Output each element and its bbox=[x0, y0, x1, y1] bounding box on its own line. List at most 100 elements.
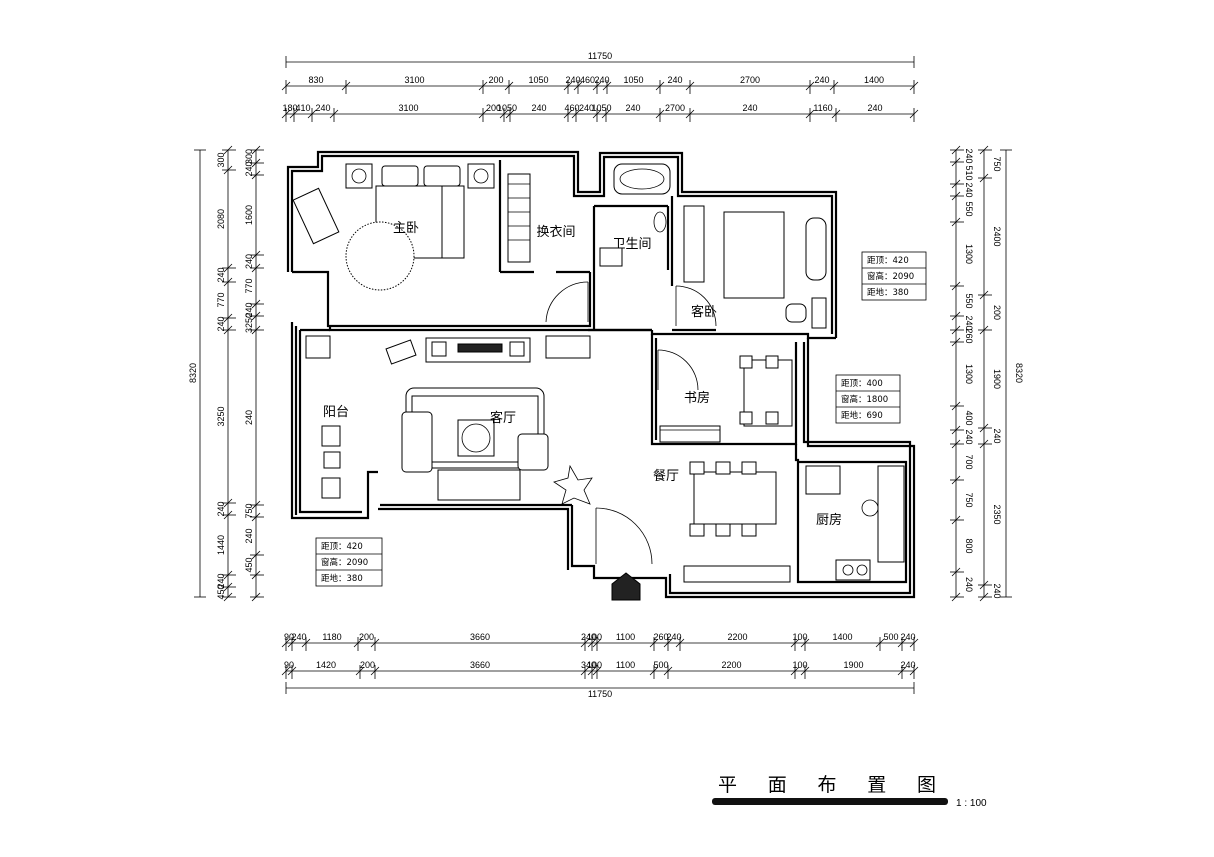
dim-label: 240 bbox=[867, 103, 882, 113]
room-kitchen: 厨房 bbox=[816, 512, 842, 528]
dim-label: 1160 bbox=[813, 103, 832, 113]
window-info-box-3: 距顶：420 窗高：2090 距地：380 bbox=[315, 537, 383, 587]
dim-label: 400 bbox=[964, 410, 974, 425]
dim-label: 2350 bbox=[992, 504, 1002, 524]
dim-label: 240 bbox=[244, 528, 254, 543]
dim-label: 1050 bbox=[528, 75, 548, 85]
dim-label: 410 bbox=[295, 103, 310, 113]
window-info-box-1: 距顶：420 窗高：2090 距地：380 bbox=[861, 251, 927, 301]
dim-label: 800 bbox=[964, 538, 974, 553]
dim-label: 240 bbox=[992, 583, 1002, 598]
room-labels: 主卧 换衣间 卫生间 客卧 阳台 客厅 书房 餐厅 厨房 bbox=[323, 221, 842, 528]
room-balcony: 阳台 bbox=[323, 405, 349, 420]
room-closet: 换衣间 bbox=[536, 224, 575, 240]
dim-label: 1180 bbox=[322, 632, 341, 642]
dim-label: 550 bbox=[964, 293, 974, 308]
dim-label: 240 bbox=[244, 410, 254, 425]
dim-label: 2400 bbox=[992, 226, 1002, 246]
dim-label: 240 bbox=[900, 632, 915, 642]
dim-label: 260 bbox=[653, 632, 668, 642]
dim-label: 100 bbox=[587, 660, 602, 670]
window-box-1-top: 距顶：420 bbox=[867, 256, 909, 266]
dim-label: 240 bbox=[531, 103, 546, 113]
window-box-2-height: 窗高：1800 bbox=[841, 394, 888, 405]
dim-label: 240 bbox=[581, 632, 596, 642]
walls bbox=[286, 150, 916, 599]
dim-label: 300 bbox=[244, 149, 254, 164]
window-box-3-floor: 距地：380 bbox=[321, 573, 363, 584]
dim-label: 240 bbox=[565, 75, 580, 85]
dim-label: 750 bbox=[244, 503, 254, 518]
dim-label: 100 bbox=[792, 632, 807, 642]
right-dim-inner: 2405102405501300550240260130040024070075… bbox=[950, 145, 974, 602]
dim-label: 240 bbox=[216, 316, 226, 331]
dim-label: 240 bbox=[964, 315, 974, 330]
dim-label: 240 bbox=[964, 182, 974, 197]
dim-label: 100 bbox=[587, 632, 602, 642]
window-box-3-height: 窗高：2090 bbox=[321, 557, 368, 568]
dim-label: 1400 bbox=[832, 632, 852, 642]
dim-label: 240 bbox=[244, 254, 254, 269]
dim-label: 770 bbox=[244, 278, 254, 293]
title-underline bbox=[712, 798, 948, 805]
dim-label: 460 bbox=[580, 75, 595, 85]
dim-label: 1300 bbox=[964, 364, 974, 384]
dim-label: 1900 bbox=[843, 660, 863, 670]
right-dimensions: 2405102405501300550240260130040024070075… bbox=[950, 145, 1024, 602]
dim-label: 240 bbox=[900, 660, 915, 670]
dim-label: 1900 bbox=[992, 369, 1002, 389]
dim-label: 90 bbox=[284, 660, 294, 670]
furniture bbox=[292, 163, 905, 583]
dim-label: 1100 bbox=[616, 660, 635, 670]
dim-label: 240 bbox=[244, 302, 254, 317]
dim-label: 200 bbox=[360, 660, 375, 670]
room-study: 书房 bbox=[684, 390, 710, 406]
room-dining: 餐厅 bbox=[653, 468, 679, 484]
dim-label: 340 bbox=[581, 660, 596, 670]
dim-label: 3250 bbox=[244, 313, 254, 333]
dim-label: 180 bbox=[282, 103, 297, 113]
dim-label: 3660 bbox=[470, 632, 490, 642]
dim-label: 240 bbox=[964, 429, 974, 444]
dim-label: 460 bbox=[564, 103, 579, 113]
plan-title-block: 平面布置图 1 : 100 bbox=[712, 774, 987, 809]
dim-label: 1600 bbox=[244, 205, 254, 225]
window-box-1-floor: 距地：380 bbox=[867, 287, 909, 298]
dim-label: 750 bbox=[964, 492, 974, 507]
dim-label: 450 bbox=[244, 557, 254, 572]
dim-label: 240 bbox=[594, 75, 609, 85]
plan-title: 平面布置图 bbox=[718, 774, 938, 796]
room-guest-bedroom: 客卧 bbox=[691, 304, 717, 320]
dim-label: 240 bbox=[992, 428, 1002, 443]
dim-label: 500 bbox=[653, 660, 668, 670]
dim-label: 240 bbox=[579, 103, 594, 113]
dim-label: 830 bbox=[308, 75, 323, 85]
dim-label: 2700 bbox=[740, 75, 760, 85]
dim-label: 240 bbox=[216, 501, 226, 516]
dim-label: 770 bbox=[216, 292, 226, 307]
dim-label: 700 bbox=[964, 454, 974, 469]
dim-label: 260 bbox=[964, 328, 974, 343]
plan-scale: 1 : 100 bbox=[956, 798, 987, 809]
dim-label: 510 bbox=[964, 165, 974, 180]
dim-label: 500 bbox=[883, 632, 898, 642]
room-living: 客厅 bbox=[490, 410, 516, 426]
window-box-2-floor: 距地：690 bbox=[841, 410, 883, 421]
entrance-marker bbox=[611, 572, 641, 601]
dim-label: 1050 bbox=[497, 103, 517, 113]
dim-label: 1440 bbox=[216, 535, 226, 555]
dim-label: 200 bbox=[486, 103, 501, 113]
dim-label: 240 bbox=[291, 632, 306, 642]
right-total-dim: 8320 bbox=[1014, 363, 1024, 383]
dim-label: 200 bbox=[488, 75, 503, 85]
dim-label: 240 bbox=[964, 148, 974, 163]
dim-label: 750 bbox=[992, 156, 1002, 171]
dim-label: 240 bbox=[216, 573, 226, 588]
